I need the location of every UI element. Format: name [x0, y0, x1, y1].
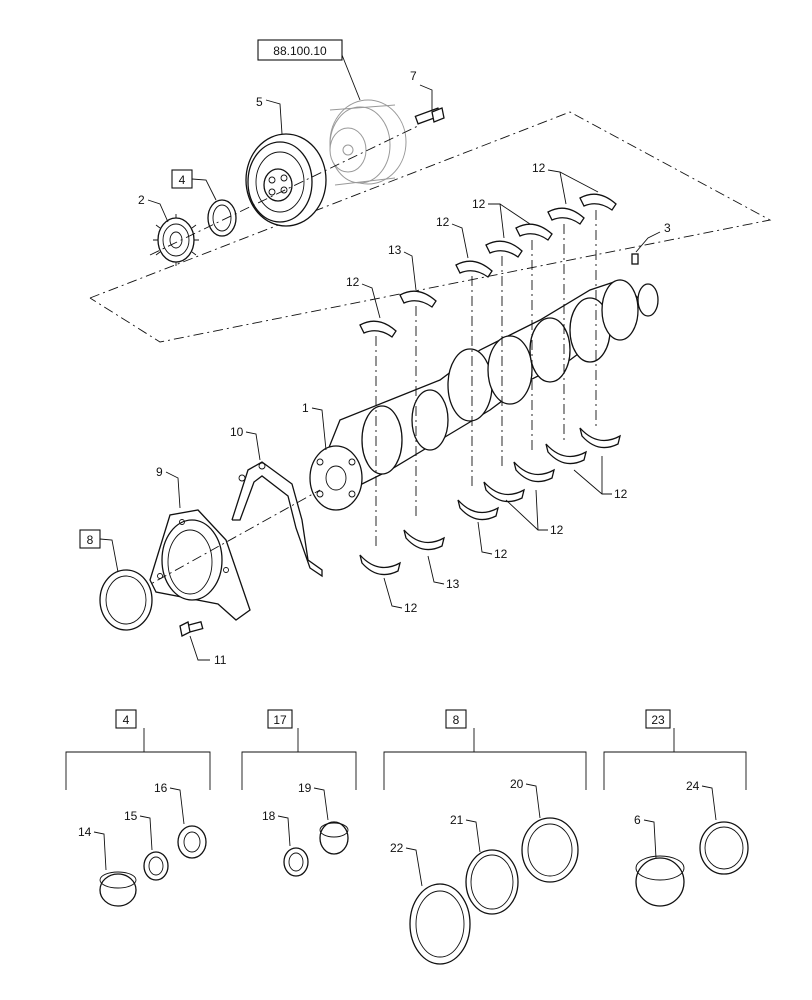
damper-pulley: [245, 133, 327, 227]
kit-box-label-8: 8: [453, 713, 460, 727]
alignment-lines: [375, 210, 597, 550]
callout-12b: 12: [436, 215, 450, 229]
plug-icon: [631, 253, 639, 265]
callout-8: 8: [87, 533, 94, 547]
kit-box-label-23: 23: [651, 713, 665, 727]
rear-seal: [99, 569, 153, 631]
pulley-reference-part: [329, 99, 407, 186]
callout-12f: 12: [494, 547, 508, 561]
part-16: 16: [154, 781, 168, 795]
lower-bearing-shells: [359, 427, 621, 576]
callout-13a: 13: [388, 243, 402, 257]
callout-12a: 12: [346, 275, 360, 289]
callout-2: 2: [138, 193, 145, 207]
kit-box-4[interactable]: [115, 709, 137, 729]
assembly-boundary: [89, 111, 772, 343]
kit-box-label-4: 4: [123, 713, 130, 727]
upper-bearing-shells: [359, 193, 617, 338]
callout-5: 5: [256, 95, 263, 109]
kit-group-8: 8 22 21 20: [383, 709, 587, 965]
part-22: 22: [390, 841, 404, 855]
callout-12e: 12: [404, 601, 418, 615]
callout-1: 1: [302, 401, 309, 415]
bolt-icon: [414, 107, 445, 125]
kit-box-23[interactable]: [645, 709, 671, 729]
part-19: 19: [298, 781, 312, 795]
part-6: 6: [634, 813, 641, 827]
part-20: 20: [510, 777, 524, 791]
callout-11: 11: [214, 653, 227, 667]
callout-12c: 12: [472, 197, 486, 211]
crankshaft: [309, 279, 659, 511]
front-seal: [207, 199, 237, 237]
part-14: 14: [78, 825, 92, 839]
kit-group-23: 23 6 24: [603, 709, 749, 907]
callout-13b: 13: [446, 577, 460, 591]
callout-3: 3: [664, 221, 671, 235]
callout-12d: 12: [532, 161, 546, 175]
gasket: [231, 461, 323, 578]
seal-housing: [149, 509, 251, 621]
callout-12g: 12: [550, 523, 564, 537]
callout-12h: 12: [614, 487, 628, 501]
kit-box-17[interactable]: [267, 709, 293, 729]
part-24: 24: [686, 779, 700, 793]
callout-4: 4: [179, 173, 186, 187]
crank-gear: [153, 214, 199, 266]
part-15: 15: [124, 809, 138, 823]
kit-box-8[interactable]: [445, 709, 467, 729]
kit-group-4: 4 14 15 16: [65, 709, 211, 907]
part-21: 21: [450, 813, 464, 827]
kit-group-17: 17 18 19: [241, 709, 357, 877]
ref-box-label: 88.100.10: [273, 44, 327, 58]
callout-9: 9: [156, 465, 163, 479]
part-18: 18: [262, 809, 276, 823]
bolt-icon: [179, 620, 204, 637]
ref-box[interactable]: [257, 39, 343, 61]
callout-10: 10: [230, 425, 244, 439]
callout-7: 7: [410, 69, 417, 83]
kit-box-label-17: 17: [273, 713, 287, 727]
